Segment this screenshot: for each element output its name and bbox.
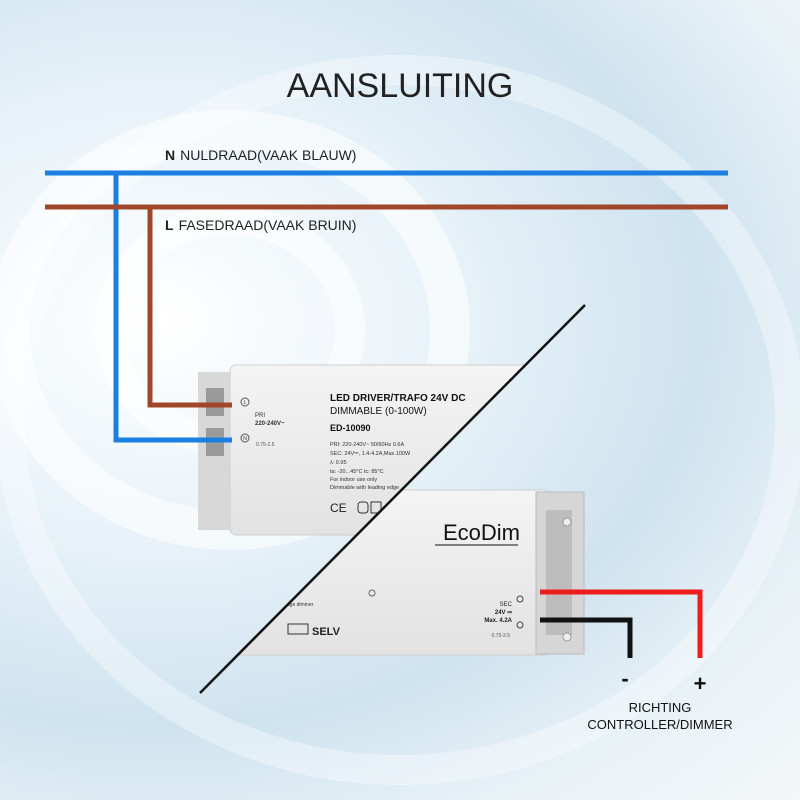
terminal-l: L [244, 400, 247, 406]
trailing-edge-text: trailing edge dimmer [268, 602, 314, 608]
selv-mark: SELV [312, 626, 341, 638]
split-divider [199, 304, 586, 694]
spec-line: For indoor use only [330, 477, 377, 483]
neutral-letter: N [165, 147, 175, 163]
negative-output-wire [540, 617, 633, 658]
live-letter: L [165, 217, 174, 233]
pri-label: PRI [255, 413, 265, 419]
sec-voltage: 24V ⎓ [495, 610, 512, 616]
spec-line: Dimmable with leading edge [330, 485, 399, 491]
live-label: L FASEDRAAD(VAAK BRUIN) [165, 217, 356, 233]
neutral-label: N NULDRAAD(VAAK BLAUW) [165, 147, 356, 163]
neutral-text: NULDRAAD(VAAK BLAUW) [180, 147, 356, 163]
pri-wire-size: 0.75-2.5 [256, 442, 275, 448]
neutral-drop-wire [113, 173, 232, 443]
spec-line: ta: -20...45°C tc: 85°C [330, 469, 384, 475]
pri-voltage: 220-240V~ [255, 421, 285, 427]
plus-sign: + [694, 671, 707, 696]
sec-label: SEC [500, 602, 513, 608]
ecodim-logo: EcoDim [443, 520, 520, 545]
positive-output-wire [540, 589, 703, 658]
live-drop-wire [147, 207, 232, 408]
spec-line: SEC: 24V⎓, 1.4-4.2A,Max.100W [330, 451, 411, 457]
driver-specs: PRI: 220-240V~ 50/60Hz 0.6A SEC: 24V⎓, 1… [330, 442, 411, 491]
direction-target-label: CONTROLLER/DIMMER [587, 717, 732, 732]
terminal-n: N [243, 436, 247, 442]
sec-wire-size: 0.75-2.5 [492, 633, 511, 639]
page-title: AANSLUITING [287, 67, 514, 105]
ce-mark: CE [330, 501, 347, 515]
driver-heading: LED DRIVER/TRAFO 24V DC [330, 393, 466, 404]
driver-subheading: DIMMABLE (0-100W) [330, 406, 427, 417]
minus-sign: - [621, 666, 628, 691]
driver-model: ED-10090 [330, 423, 371, 433]
sec-current: Max. 4.2A [484, 618, 512, 624]
spec-line: PRI: 220-240V~ 50/60Hz 0.6A [330, 442, 404, 448]
direction-label: RICHTING [629, 700, 692, 715]
spec-line: λ: 0.95 [330, 460, 347, 466]
live-text: FASEDRAAD(VAAK BRUIN) [179, 217, 357, 233]
